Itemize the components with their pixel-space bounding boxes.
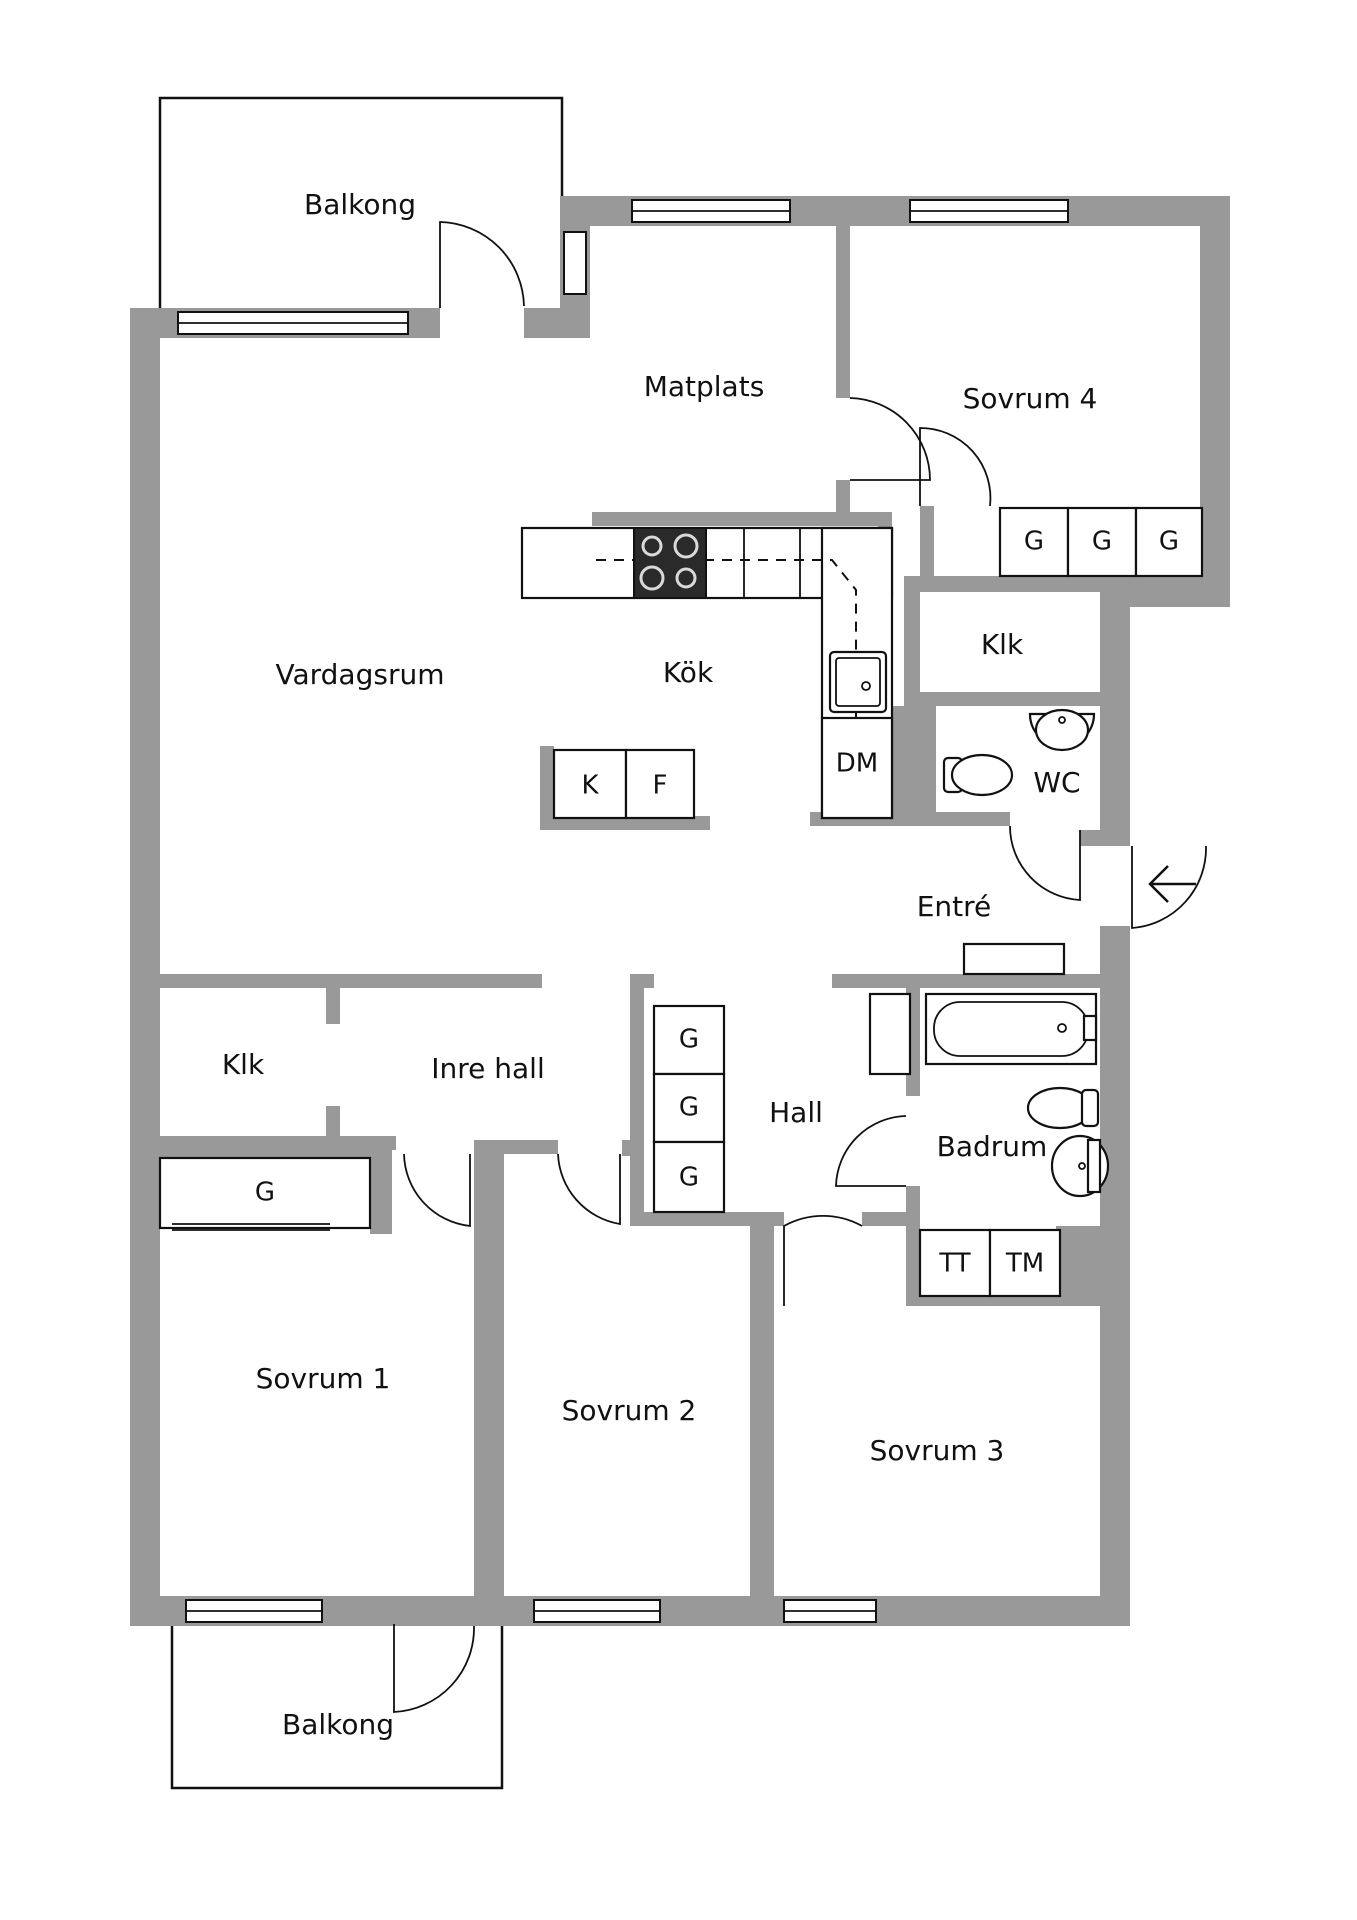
closet-label: G: [1092, 527, 1112, 557]
room-balkong-bottom: Balkong: [282, 1708, 394, 1741]
dryer-label: TM: [1005, 1249, 1044, 1279]
closet-label: G: [679, 1093, 699, 1123]
room-badrum: Badrum: [937, 1130, 1048, 1163]
room-klk-left: Klk: [222, 1048, 265, 1081]
bathroom-fixtures: [868, 992, 1110, 1198]
stove: [633, 527, 707, 599]
closets-sovrum4: G G G: [998, 506, 1204, 578]
interior-walls: [160, 226, 1130, 1610]
room-sovrum3: Sovrum 3: [870, 1434, 1005, 1467]
room-labels: Balkong Matplats Sovrum 4 Vardagsrum Kök…: [222, 188, 1098, 1741]
closet-label: G: [255, 1178, 275, 1208]
room-kok: Kök: [663, 656, 714, 689]
room-klk-right: Klk: [981, 628, 1024, 661]
room-balkong-top: Balkong: [304, 188, 416, 221]
room-matplats: Matplats: [644, 370, 765, 403]
room-entre: Entré: [917, 890, 992, 923]
dishwasher-label: DM: [836, 749, 878, 779]
kitchen-sink: [828, 650, 888, 714]
room-vardagsrum: Vardagsrum: [276, 658, 445, 691]
closets-hall: G G G: [652, 1004, 726, 1214]
closet-label: G: [679, 1025, 699, 1055]
windows: [177, 199, 1069, 1623]
washer-label: TT: [938, 1249, 970, 1279]
room-wc: WC: [1033, 766, 1080, 799]
freezer-label: F: [653, 771, 668, 801]
closet-label: G: [1159, 527, 1179, 557]
room-sovrum1: Sovrum 1: [256, 1362, 391, 1395]
closet-sovrum1: G: [158, 1156, 372, 1231]
balcony-bottom: [170, 1625, 504, 1790]
arrow-left-icon: [1148, 865, 1196, 903]
closet-label: G: [679, 1163, 699, 1193]
room-sovrum2: Sovrum 2: [562, 1394, 697, 1427]
laundry: TT TM: [918, 1228, 1062, 1298]
entrance: [962, 865, 1196, 976]
room-inre-hall: Inre hall: [431, 1052, 545, 1085]
dishwasher: DM: [820, 716, 894, 820]
fridge-label: K: [581, 771, 599, 801]
fridge-freezer: K F: [552, 748, 696, 820]
wc-fixtures: [942, 708, 1096, 797]
room-sovrum4: Sovrum 4: [963, 382, 1098, 415]
room-hall: Hall: [769, 1096, 823, 1129]
doors: [393, 221, 1207, 1713]
closet-label: G: [1024, 527, 1044, 557]
balcony-top: [158, 96, 564, 308]
